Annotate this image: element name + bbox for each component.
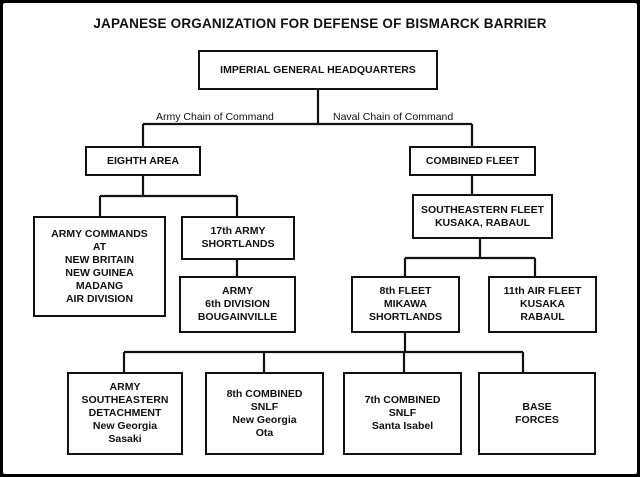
node-line: SOUTHEASTERN FLEET [420, 203, 545, 216]
node-line: EIGHTH AREA [107, 154, 179, 167]
node-line: BOUGAINVILLE [197, 311, 278, 323]
node-line: 17th ARMY [210, 225, 266, 237]
node-line: SHORTLANDS [369, 311, 442, 323]
node-line: ARMY [109, 381, 141, 393]
node-line: SNLF [388, 407, 417, 419]
node-line: Sasaki [108, 433, 142, 445]
node-line: Ota [255, 426, 274, 439]
naval-chain-label: Naval Chain of Command [333, 111, 454, 123]
node-line: SHORTLANDS [201, 238, 275, 250]
node-line: Santa Isabel [371, 420, 434, 432]
node-ighq: IMPERIAL GENERAL HEADQUARTERS [198, 50, 438, 90]
node-line: SNLF [250, 400, 279, 413]
node-line: NEW BRITAIN [64, 253, 135, 266]
node-line: KUSAKA [520, 298, 565, 310]
node-line: NEW GUINEA [65, 266, 134, 279]
node-line: 6th DIVISION [205, 298, 270, 310]
diagram-title: JAPANESE ORGANIZATION FOR DEFENSE OF BIS… [93, 16, 547, 31]
node-line: MADANG [75, 279, 124, 292]
node-line: SOUTHEASTERN [81, 394, 169, 406]
node-line: COMBINED FLEET [425, 154, 520, 167]
node-line: RABAUL [520, 311, 565, 323]
node-line: ARMY [222, 285, 253, 297]
node-combined-fleet: COMBINED FLEET [409, 146, 536, 176]
node-line: BASE [522, 400, 552, 413]
node-line: New Georgia [232, 413, 297, 426]
node-eighth-area: EIGHTH AREA [85, 146, 201, 176]
node-line: MIKAWA [383, 298, 428, 310]
node-line: AIR DIVISION [65, 292, 134, 305]
node-line: 7th COMBINED [364, 394, 441, 406]
army-chain-label: Army Chain of Command [156, 111, 274, 123]
node-line: DETACHMENT [88, 407, 162, 419]
node-line: FORCES [515, 413, 559, 426]
node-line: IMPERIAL GENERAL HEADQUARTERS [220, 63, 416, 76]
node-line: 8th FLEET [379, 285, 432, 297]
node-line: KUSAKA, RABAUL [434, 216, 531, 229]
node-line: 8th COMBINED [226, 387, 303, 400]
node-line: 11th AIR FLEET [503, 285, 582, 297]
node-line: ARMY COMMANDS [51, 227, 148, 240]
node-line: New Georgia [92, 420, 158, 432]
node-line: AT [92, 240, 107, 253]
